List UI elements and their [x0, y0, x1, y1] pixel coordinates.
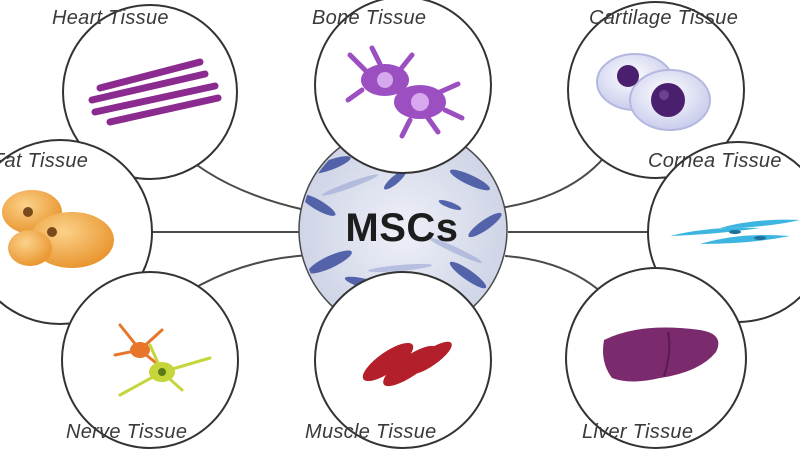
cartilage-cells-icon — [596, 53, 711, 131]
bone-tissue-node — [314, 0, 492, 174]
label-muscle-tissue: Muscle Tissue — [305, 421, 437, 443]
muscle-cells-icon — [362, 341, 452, 387]
liver-tissue-node — [565, 267, 747, 449]
heart-muscle-fibers-icon — [88, 58, 222, 126]
label-cornea-tissue: Cornea Tissue — [648, 150, 782, 172]
label-bone-tissue: Bone Tissue — [312, 7, 427, 29]
msc-center-label: MSCs — [345, 206, 459, 250]
label-cartilage-tissue: Cartilage Tissue — [589, 7, 739, 29]
label-fat-tissue: Fat Tissue — [0, 150, 89, 172]
label-nerve-tissue: Nerve Tissue — [66, 421, 188, 443]
bone-cells-icon — [345, 45, 465, 139]
nerve-cells-icon — [113, 323, 212, 397]
label-heart-tissue: Heart Tissue — [52, 7, 169, 29]
muscle-tissue-node — [314, 271, 492, 449]
connector-lines — [151, 128, 648, 319]
label-liver-tissue: Liver Tissue — [582, 421, 694, 443]
fat-tissue-node — [0, 139, 153, 325]
cornea-cells-icon — [670, 219, 800, 244]
nerve-tissue-node — [61, 271, 239, 449]
cartilage-tissue-node — [567, 1, 745, 179]
fat-cells-icon — [2, 190, 114, 268]
liver-icon — [603, 327, 719, 382]
heart-tissue-node — [62, 4, 238, 180]
